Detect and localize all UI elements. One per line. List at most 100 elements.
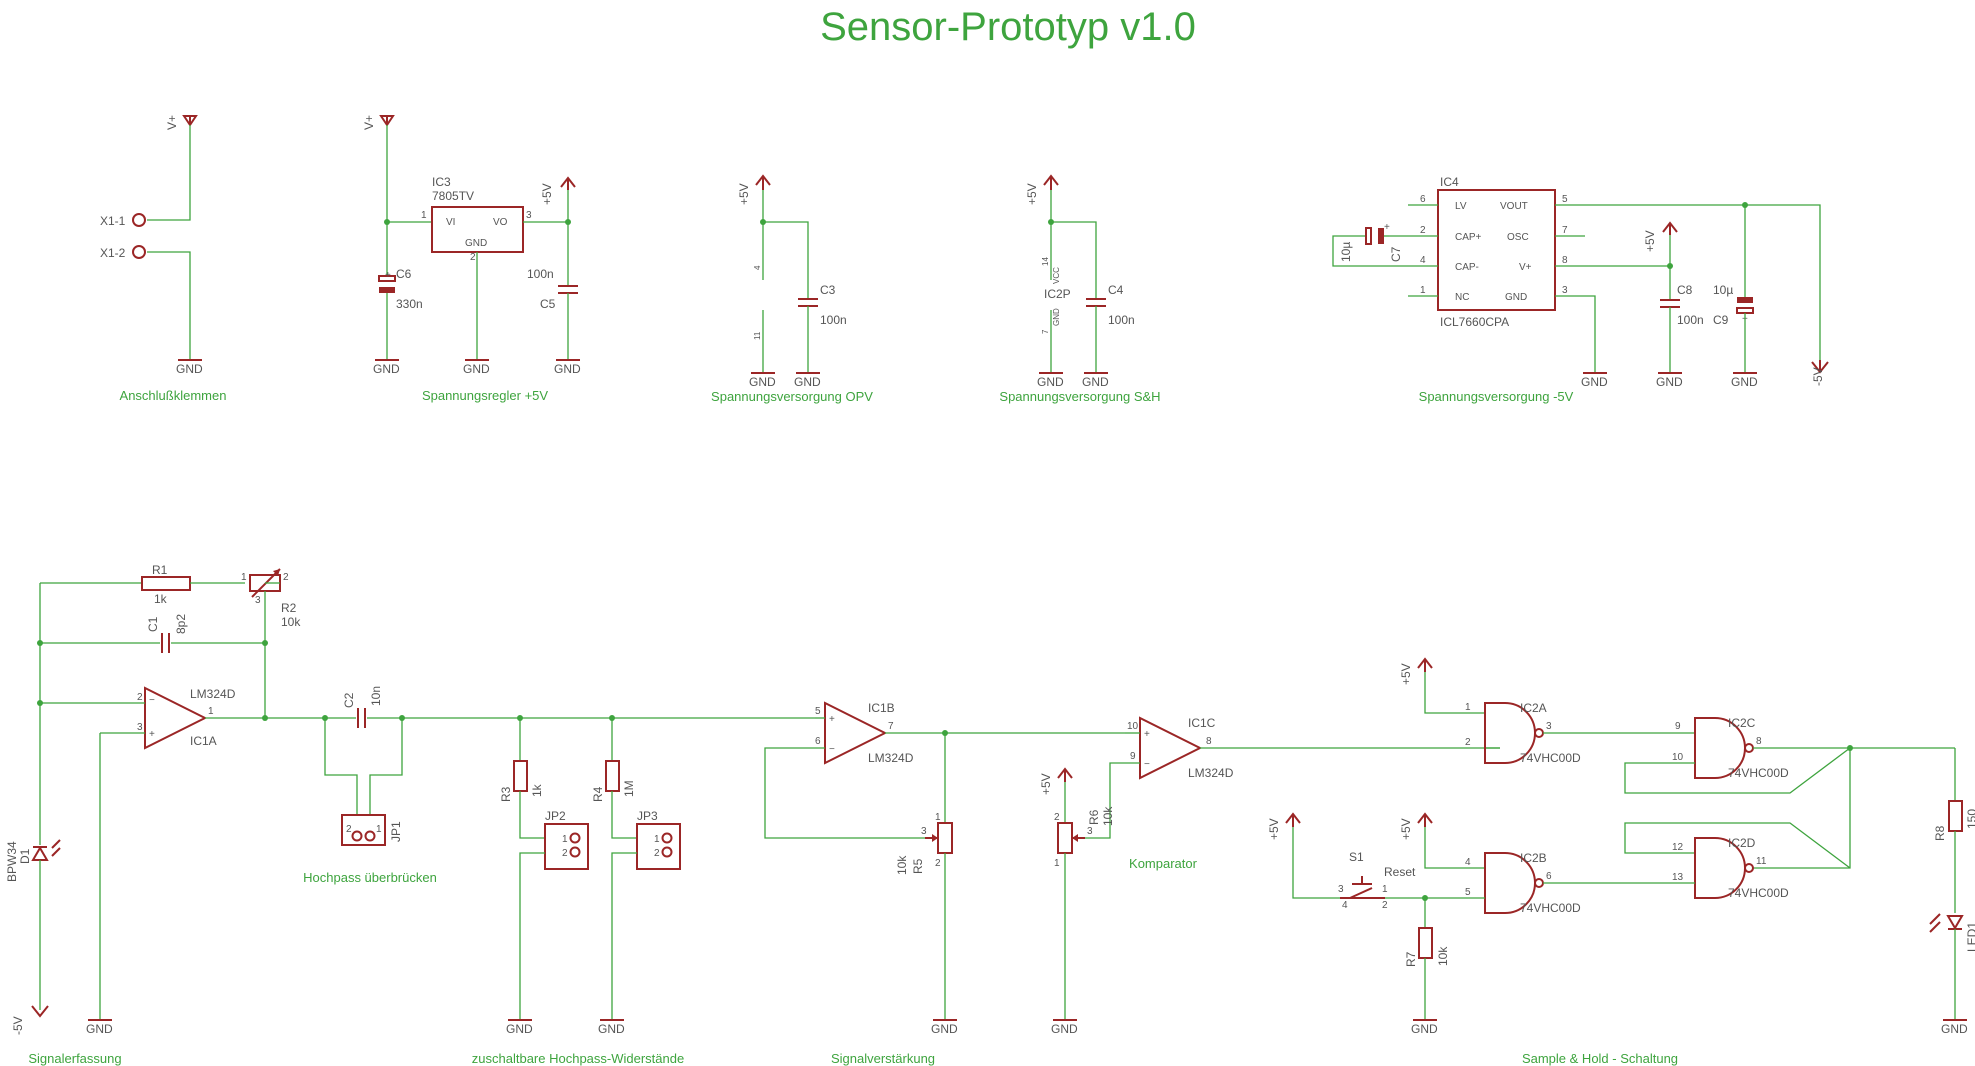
svg-text:GND: GND [1941,1022,1968,1036]
svg-text:3: 3 [1562,285,1568,296]
section-spannungsversorgung-m5v: Spannungsversorgung -5V [1419,389,1574,404]
terminal-block: V+ X1-1 X1-2 GND Anschlußklemmen [100,115,226,403]
ic4-name: IC4 [1440,175,1459,189]
vplus-label: V+ [165,115,179,130]
svg-text:2: 2 [562,848,568,859]
svg-text:GND: GND [1505,292,1527,303]
svg-text:8: 8 [1562,255,1568,266]
svg-text:GND: GND [373,362,400,376]
signal-acquisition: R1 1k 1 2 3 R2 10k C1 8p2 − + 2 3 1 LM32… [5,563,301,1066]
svg-text:1: 1 [1420,285,1426,296]
r6-name: R6 [1087,809,1101,825]
svg-text:2: 2 [654,848,660,859]
terminal-x1-1: X1-1 [100,214,126,228]
svg-text:2: 2 [1054,812,1060,823]
c5-name: C5 [540,297,556,311]
svg-text:3: 3 [137,722,143,733]
c4-name: C4 [1108,283,1124,297]
svg-text:1: 1 [562,834,568,845]
ic1c-name: IC1C [1188,716,1216,730]
svg-text:GND: GND [1082,375,1109,389]
svg-text:1: 1 [376,824,382,835]
c2-name: C2 [342,692,356,708]
svg-text:+: + [829,714,835,725]
svg-text:3: 3 [526,210,532,221]
svg-text:3: 3 [1087,826,1093,837]
s1-value: Reset [1384,865,1416,879]
svg-text:−: − [829,744,835,755]
svg-text:4: 4 [1420,255,1426,266]
svg-text:1: 1 [1382,884,1388,895]
svg-text:VO: VO [493,217,508,228]
section-sample-hold: Sample & Hold - Schaltung [1522,1051,1678,1066]
svg-text:GND: GND [465,238,487,249]
svg-text:7: 7 [1562,225,1568,236]
svg-text:2: 2 [1465,737,1471,748]
svg-text:3: 3 [1546,721,1552,732]
section-anschlussklemmen: Anschlußklemmen [120,388,227,403]
svg-text:2: 2 [283,572,289,583]
d1-value: BPW34 [5,841,19,882]
svg-text:GND: GND [1411,1022,1438,1036]
svg-text:9: 9 [1130,751,1136,762]
svg-text:VI: VI [446,217,455,228]
svg-text:4: 4 [1342,900,1348,911]
svg-text:-5V: -5V [1811,367,1825,386]
ic2d-part: 74VHC00D [1728,886,1789,900]
svg-text:CAP+: CAP+ [1455,232,1482,243]
svg-text:13: 13 [1672,872,1684,883]
r1-name: R1 [152,563,168,577]
svg-text:4: 4 [1465,857,1471,868]
ic3-value: 7805TV [432,189,474,203]
svg-text:GND: GND [1656,375,1683,389]
svg-text:7: 7 [888,721,894,732]
r2-name: R2 [281,601,297,615]
svg-text:8: 8 [1756,736,1762,747]
svg-text:1: 1 [1054,858,1060,869]
jp3-label: JP3 [637,809,658,823]
c1-name: C1 [146,616,160,632]
led1-label: LED1 [1965,922,1975,952]
schematic-title: Sensor-Prototyp v1.0 [820,5,1196,49]
c5-value: 100n [527,267,554,281]
svg-text:+5V: +5V [1399,663,1413,685]
section-spannungsversorgung-sh: Spannungsversorgung S&H [999,389,1160,404]
section-spannungsversorgung-opv: Spannungsversorgung OPV [711,389,873,404]
svg-text:GND: GND [931,1022,958,1036]
highpass-filter: C2 10n 2 1 JP1 Hochpass überbrücken R3 1… [265,686,815,1066]
jp2-label: JP2 [545,809,566,823]
svg-text:10: 10 [1672,752,1684,763]
r5-value: 10k [895,855,909,875]
svg-text:14: 14 [1041,257,1050,266]
r2-value: 10k [281,615,301,629]
svg-text:+5V: +5V [1267,818,1281,840]
svg-text:6: 6 [1546,871,1552,882]
svg-text:2: 2 [1382,900,1388,911]
ic1a-part: LM324D [190,687,236,701]
c6-name: C6 [396,267,412,281]
svg-text:GND: GND [463,362,490,376]
ic4-value: ICL7660CPA [1440,315,1509,329]
r4-name: R4 [591,786,605,802]
c9-name: C9 [1713,313,1729,327]
r3-name: R3 [499,786,513,802]
svg-text:GND: GND [794,375,821,389]
svg-text:2: 2 [935,858,941,869]
ic2b-part: 74VHC00D [1520,901,1581,915]
c3-name: C3 [820,283,836,297]
svg-text:1: 1 [241,572,247,583]
svg-text:V+: V+ [1519,262,1532,273]
ic1a-name: IC1A [190,734,217,748]
ic3-name: IC3 [432,175,451,189]
c9-value: 10µ [1713,283,1733,297]
r3-value: 1k [530,783,544,797]
ic2a-part: 74VHC00D [1520,751,1581,765]
svg-text:+5V: +5V [737,183,751,205]
svg-text:3: 3 [1338,884,1344,895]
svg-text:VCC: VCC [1052,267,1061,284]
svg-text:1: 1 [654,834,660,845]
section-hochpass-widerstaende: zuschaltbare Hochpass-Widerstände [472,1051,684,1066]
svg-text:2: 2 [1420,225,1426,236]
ic2c-part: 74VHC00D [1728,766,1789,780]
svg-text:LV: LV [1455,201,1467,212]
